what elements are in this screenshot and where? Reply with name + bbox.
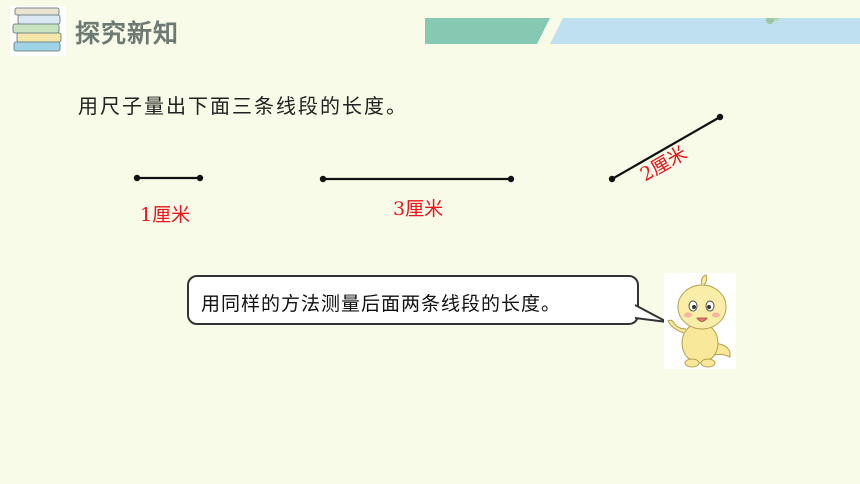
segment-1-length-label: 1厘米 xyxy=(140,204,191,226)
speech-bubble: 用同样的方法测量后面两条线段的长度。 xyxy=(187,275,639,325)
header-banner xyxy=(425,18,860,44)
instruction-text: 用尺子量出下面三条线段的长度。 xyxy=(78,94,408,118)
mascot-character-icon xyxy=(664,273,736,369)
books-stack-icon xyxy=(10,6,66,56)
line-segments xyxy=(133,113,724,183)
section-title: 探究新知 xyxy=(75,19,180,48)
leaf-icon xyxy=(766,18,779,24)
segment-2 xyxy=(319,175,515,183)
segment-2-length-label: 3厘米 xyxy=(393,198,444,220)
segment-1 xyxy=(133,174,204,182)
speech-bubble-text: 用同样的方法测量后面两条线段的长度。 xyxy=(201,293,562,315)
segment-3 xyxy=(608,113,724,183)
